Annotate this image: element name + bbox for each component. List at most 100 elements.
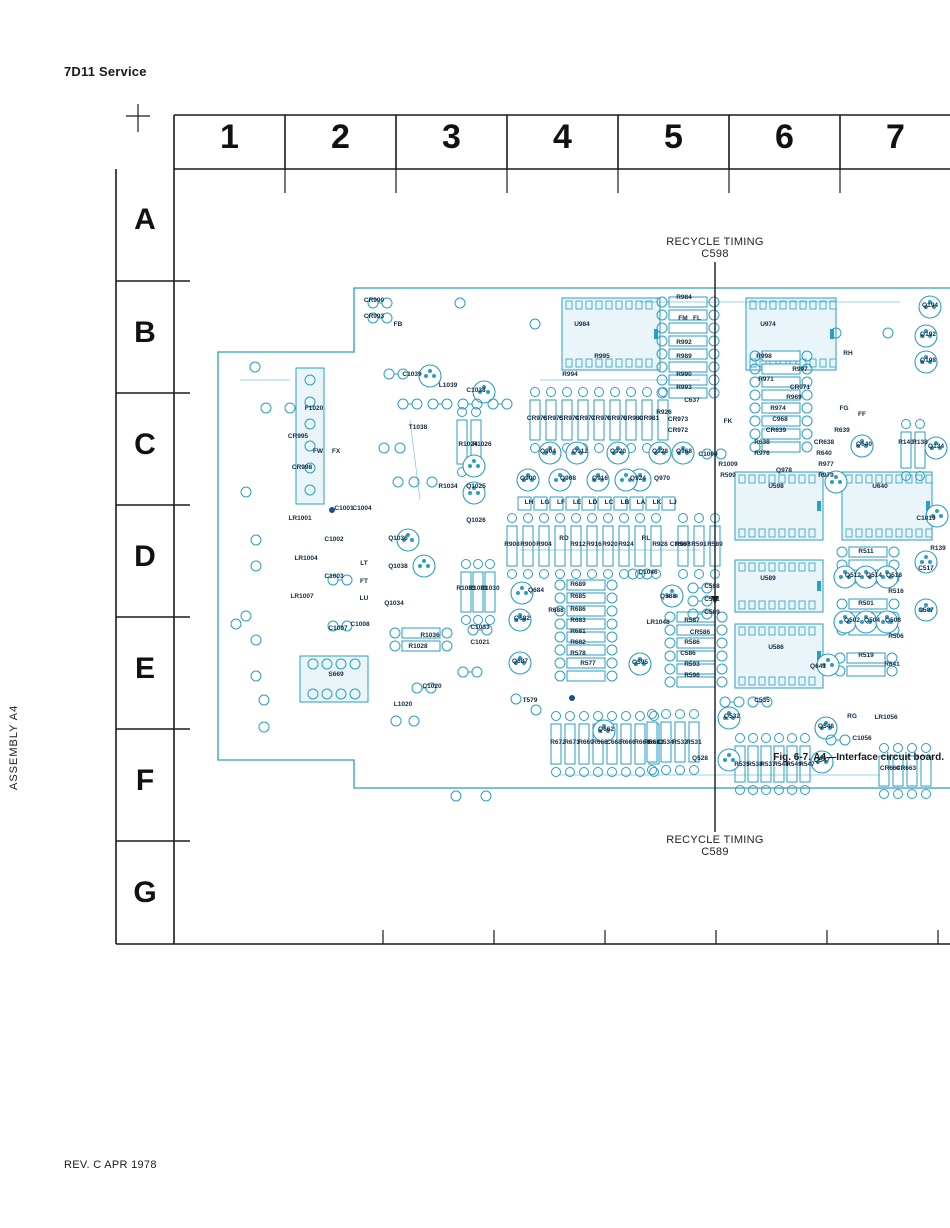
component-label-q512: Q512	[845, 572, 861, 579]
capacitor	[383, 368, 409, 380]
component-label-lj: LJ	[669, 499, 677, 506]
component-label-r969: R969	[786, 394, 802, 401]
component-label-u974: U974	[760, 321, 776, 328]
component-label-r993: R993	[676, 384, 692, 391]
resistor-bank-r998-r979	[749, 428, 813, 440]
component-label-cr967: CR967	[670, 541, 691, 548]
component-label-q924: Q924	[630, 475, 646, 482]
component-label-r990: R990	[676, 371, 692, 378]
component-label-lt: LT	[360, 560, 367, 567]
resistor-row-r908-r928	[586, 513, 598, 579]
component-label-r664: R664	[634, 739, 650, 746]
component-label-q687: Q687	[512, 658, 528, 665]
connector-pin-row	[597, 496, 612, 511]
board-outline	[217, 287, 950, 789]
component-label-r995: R995	[594, 353, 610, 360]
component-label-ld: LD	[589, 499, 598, 506]
resistor-row-r140-r138	[914, 419, 926, 481]
component-label-r138: R138	[912, 439, 928, 446]
component-label-cr973: CR973	[668, 416, 689, 423]
transistor	[412, 554, 436, 578]
transistor-q900-series	[538, 441, 562, 465]
transistor	[628, 652, 652, 676]
solder-pad	[454, 297, 466, 309]
component-label-r683: R683	[570, 617, 586, 624]
column-label-4: 4	[553, 118, 572, 156]
component-label-r672: R672	[550, 739, 566, 746]
component-label-r538: R538	[747, 761, 763, 768]
component-label-r977: R977	[818, 461, 834, 468]
recycle-timing-top-ref: C598	[701, 248, 729, 260]
transistor	[418, 364, 442, 388]
resistor-row-r1033-r1030	[472, 559, 484, 625]
component-label-q912: Q912	[572, 448, 588, 455]
connector-block-f1020	[295, 367, 325, 505]
component-label-lf: LF	[557, 499, 565, 506]
solder-pad	[230, 618, 242, 630]
resistor-bank-r587-r596	[664, 650, 728, 662]
component-label-r984: R984	[676, 294, 692, 301]
component-label-u640: U640	[872, 483, 888, 490]
component-label-r535: R535	[734, 761, 750, 768]
component-label-r547: R547	[799, 761, 815, 768]
resistor-bank-r1036-r1028	[389, 640, 453, 652]
component-label-fm: FM	[678, 315, 687, 322]
resistor-row-r598-r589	[677, 513, 689, 579]
component-label-r501: R501	[858, 600, 874, 607]
resistor-row-r535-r547	[799, 733, 811, 795]
component-label-r928: R928	[652, 541, 668, 548]
component-label-lr1056: LR1056	[874, 714, 898, 721]
solder-pad	[250, 670, 262, 682]
solder-pad	[408, 476, 420, 488]
component-label-ff: FF	[858, 411, 866, 418]
component-label-q518: Q518	[886, 572, 902, 579]
resistor-row-r908-r928	[506, 513, 518, 579]
connector-pin-row	[629, 496, 644, 511]
component-label-r577: R577	[580, 660, 596, 667]
transistor	[810, 750, 834, 774]
component-label-r532: R532	[672, 739, 688, 746]
switch-s669	[299, 655, 369, 703]
resistor-row-r661-r531	[688, 709, 700, 775]
component-label-c1021: C1021	[470, 639, 490, 646]
connector-pin-row	[613, 496, 628, 511]
resistor-row-r908-r928	[634, 513, 646, 579]
component-label-fl: FL	[693, 315, 701, 322]
transistor	[717, 706, 741, 730]
capacitor	[327, 620, 353, 632]
component-label-l1039: L1039	[439, 382, 458, 389]
component-label-lr1048: LR1048	[646, 619, 670, 626]
component-label-c1009: C1009	[698, 451, 718, 458]
component-label-cr977: CR977	[575, 415, 596, 422]
component-label-cr972: CR972	[668, 427, 689, 434]
component-label-l1020: L1020	[394, 701, 413, 708]
resistor-row-r908-r928	[522, 513, 534, 579]
transistor	[924, 436, 948, 460]
component-label-c534: C534	[658, 739, 674, 746]
component-label-lu: LU	[360, 595, 369, 602]
transistor	[875, 610, 899, 634]
solder-pad	[258, 721, 270, 733]
capacitor	[487, 398, 513, 410]
component-label-r976: R976	[754, 450, 770, 457]
solder-pad	[882, 327, 894, 339]
revision-note: REV. C APR 1978	[64, 1159, 157, 1171]
resistor-bank-r984-r637	[656, 335, 720, 347]
component-label-r586: R586	[684, 639, 700, 646]
component-label-c1007: C1007	[328, 625, 348, 632]
solder-pad	[480, 790, 492, 802]
connector-pin-row	[533, 496, 548, 511]
resistor-row-r908-r928	[538, 513, 550, 579]
component-label-r900: R900	[520, 541, 536, 548]
component-label-q640: Q640	[856, 441, 872, 448]
row-label-g: G	[133, 876, 157, 909]
component-label-c589: C589	[704, 609, 720, 616]
component-label-q900: Q900	[520, 475, 536, 482]
component-label-r994: R994	[562, 371, 578, 378]
diode-row-cr976-cr981	[593, 387, 605, 453]
component-label-r1030: R1030	[480, 585, 500, 592]
component-label-r1028: R1028	[408, 643, 428, 650]
resistor-bank-r689-r577	[554, 644, 618, 656]
component-label-r974: R974	[770, 405, 786, 412]
resistor-bank-r689-r577	[554, 579, 618, 591]
